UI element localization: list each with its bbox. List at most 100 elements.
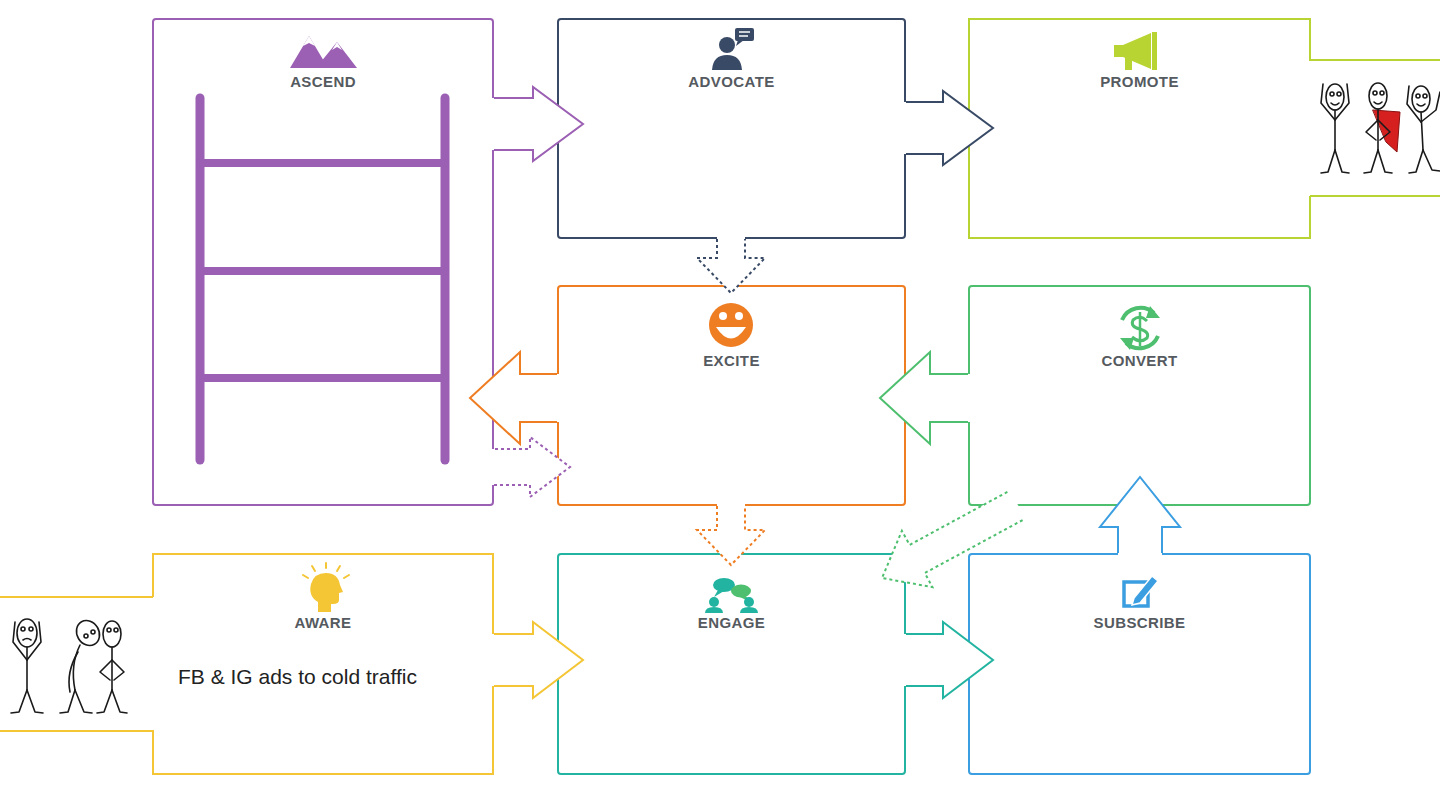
- stick-figures-right-part: [1335, 150, 1349, 173]
- advocate-icon-part: [739, 31, 750, 33]
- stick-figures-right-part: [1335, 84, 1349, 120]
- engage-icon-part: [740, 607, 758, 613]
- stick-figures-left-part: [112, 660, 124, 680]
- megaphone-icon-part: [1152, 32, 1157, 70]
- flow-arrow: [903, 91, 993, 165]
- stick-figures-right-part: [1377, 109, 1379, 150]
- stage-box: AWAREFB & IG ads to cold traffic: [152, 553, 494, 775]
- stick-figures-left-part: [23, 639, 31, 641]
- lightbulb-head-icon-part-part: [325, 563, 327, 568]
- flow-arrow: [882, 491, 1025, 588]
- stick-figures-left-part: [75, 690, 92, 713]
- stick-figures-right-part: [1378, 150, 1392, 173]
- flow-arrow: [697, 236, 765, 293]
- advocate-icon-part: [736, 40, 744, 46]
- lightbulb-head-icon-part: [303, 563, 349, 578]
- mountain-icon-part: [290, 36, 328, 68]
- flow-arrow-outline: [697, 239, 765, 293]
- stage-box: CONVERT: [968, 285, 1311, 506]
- convert-icon-part: [1139, 312, 1142, 346]
- stick-figures-left-part: [111, 647, 113, 690]
- stick-figures-left-part: [107, 628, 111, 632]
- ladder-illustration-part: [196, 98, 205, 460]
- stick-figures-left: [11, 616, 127, 713]
- advocate-icon-part: [735, 28, 754, 41]
- mountain-icon-part: [303, 36, 315, 46]
- ladder-illustration-part: [441, 98, 450, 460]
- stick-figures-left-part: [21, 627, 25, 631]
- stick-figures-right-part: [1412, 86, 1430, 112]
- convert-icon-part: [1120, 338, 1134, 350]
- flow-arrow: [470, 352, 560, 444]
- flow-arrow-outline: [470, 352, 557, 444]
- stage-box: PROMOTE: [968, 18, 1311, 239]
- stage-title: ASCEND: [154, 73, 492, 91]
- lightbulb-head-icon-part: [310, 573, 343, 612]
- stage-box: ENGAGE: [557, 553, 906, 775]
- ladder-illustration: [200, 98, 445, 460]
- megaphone-icon-part: [1125, 57, 1132, 70]
- convert-icon-part: [1126, 336, 1158, 348]
- megaphone-icon-part: [1123, 33, 1151, 69]
- stick-figures-left-part: [26, 647, 28, 690]
- mountain-icon: [290, 36, 357, 68]
- stick-figures-left-part: [112, 690, 127, 713]
- flow-arrow-outline: [1100, 477, 1180, 553]
- engage-icon-part: [740, 596, 750, 602]
- edit-icon-part: [1132, 576, 1158, 605]
- flow-arrow-fill: [697, 503, 765, 565]
- stick-figures-right-part: [1409, 150, 1423, 173]
- smiley-icon: [709, 303, 753, 347]
- stick-figures-left-part: [13, 622, 27, 660]
- flow-arrow-fill: [903, 91, 993, 165]
- convert-icon-part: [1132, 317, 1148, 341]
- stick-figures-right-part: [1366, 120, 1378, 140]
- box-outline: [152, 553, 494, 775]
- stick-figures-left-part: [60, 690, 75, 713]
- lightbulb-head-icon-part-part: [337, 566, 340, 571]
- flow-arrow-fill: [1100, 477, 1180, 556]
- stick-figures-right-part: [1407, 86, 1421, 122]
- flow-arrow-outline: [494, 87, 583, 161]
- stick-figures-right-part: [1380, 91, 1384, 95]
- stage-title: CONVERT: [970, 352, 1309, 370]
- stick-figures-left-part: [11, 690, 27, 713]
- stick-figures-right-part: [1378, 120, 1390, 140]
- stick-figures-right-part: [1421, 92, 1440, 122]
- flow-arrow: [491, 437, 570, 497]
- stage-title: SUBSCRIBE: [970, 614, 1309, 632]
- engage-icon-part: [714, 590, 724, 597]
- engage-icon-part: [709, 597, 719, 607]
- stick-figures-left-part: [100, 660, 112, 680]
- stick-figures-left-part: [27, 690, 43, 713]
- stick-figures-left-part: [84, 634, 88, 638]
- flow-arrow: [491, 87, 583, 161]
- flow-arrow-outline: [494, 437, 570, 497]
- stick-figures-right-part: [1421, 112, 1423, 150]
- lightbulb-head-icon-part-part: [312, 566, 315, 571]
- stick-figures-right-part: [1321, 84, 1335, 120]
- stick-figures-right-part: [1364, 150, 1378, 173]
- stick-figures-right-part: [1326, 84, 1344, 110]
- flow-arrow-outline: [906, 91, 993, 165]
- stage-box: EXCITE: [557, 285, 906, 506]
- box-outline: [968, 18, 1311, 239]
- advocate-icon: [712, 28, 754, 70]
- flow-arrow: [491, 622, 583, 698]
- stage-title: EXCITE: [559, 352, 904, 370]
- convert-icon-part: [1146, 306, 1160, 318]
- stage-box: ADVOCATE: [557, 18, 906, 239]
- stick-figures-left-part: [72, 616, 104, 650]
- stick-figures-right-part: [1423, 150, 1440, 171]
- box-outline-path: [969, 19, 1440, 238]
- flow-arrow-fill: [882, 491, 1025, 588]
- stick-figures-left-part: [73, 645, 80, 690]
- flow-arrow-outline: [882, 492, 1023, 587]
- flow-arrow: [903, 622, 993, 698]
- stick-figures-left-part: [103, 621, 121, 647]
- stick-figures-right-part: [1337, 92, 1341, 96]
- stick-figures-right-part: [1373, 91, 1377, 95]
- stick-figures-left-part: [69, 652, 78, 692]
- stick-figures-right-part: [1321, 150, 1335, 173]
